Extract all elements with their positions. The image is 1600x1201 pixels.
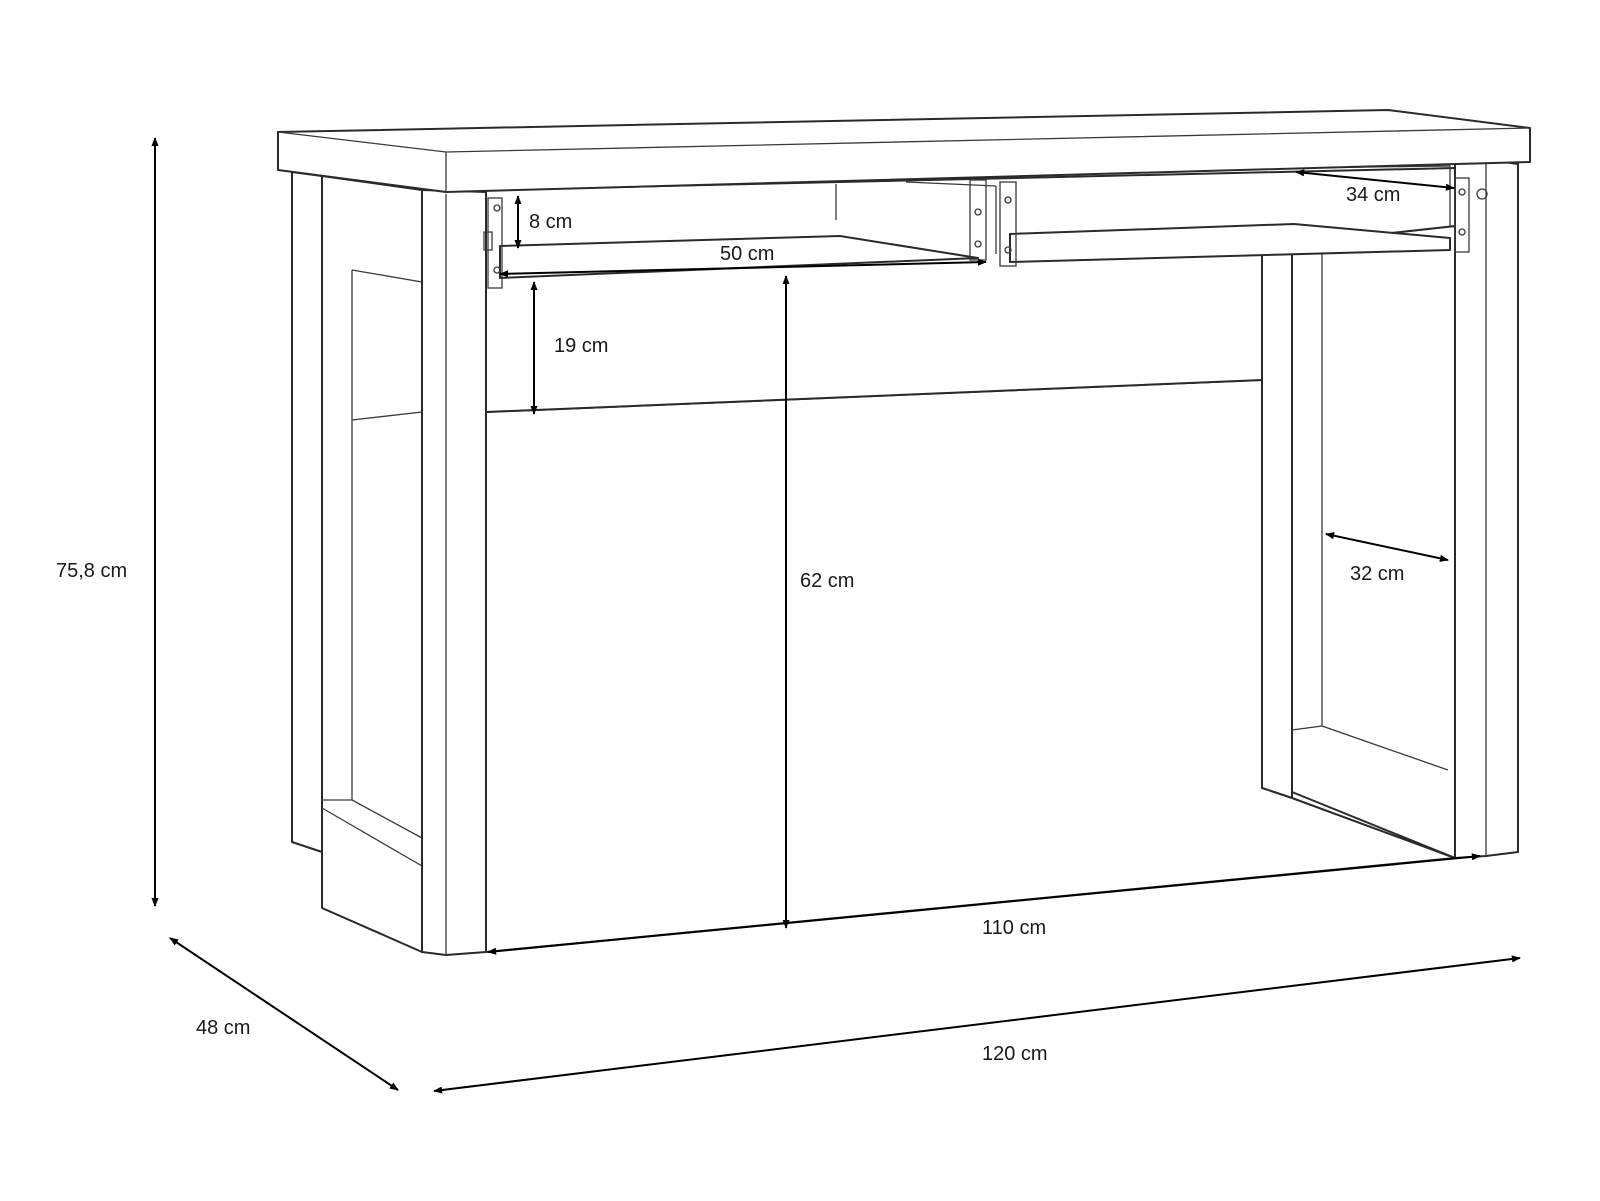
left-rear-frame [291,171,323,853]
left-side-frame [321,175,423,953]
dim-arrow-inner-width [487,853,1481,955]
right-frame-opening [1291,250,1449,771]
label-total-width: 120 cm [982,1043,1048,1065]
left-frame-opening [321,269,423,867]
dim-arrow-drawer-depth [1295,169,1455,191]
label-knee-height: 62 cm [800,570,854,592]
left-front-leg [421,189,487,956]
label-front-panel-height: 19 cm [554,335,608,357]
dim-arrow-drawer-width [499,258,987,278]
dimension-lines [151,137,1521,1094]
right-drawer-shelf [1009,223,1451,263]
right-rear-leg [1261,243,1293,799]
dim-arrow-total-width [433,955,1521,1094]
desk-outline [277,109,1531,956]
right-side-frame [1291,225,1456,859]
label-drawer-depth: 34 cm [1346,184,1400,206]
dim-arrow-depth [169,937,399,1091]
label-depth: 48 cm [196,1017,250,1039]
label-drawer-width: 50 cm [720,243,774,265]
tabletop [277,109,1531,193]
label-inner-width: 110 cm [982,917,1046,939]
dim-arrow-leg-frame-depth [1325,532,1449,562]
label-total-height: 75,8 cm [56,560,127,582]
label-leg-frame-depth: 32 cm [1350,563,1404,585]
label-drawer-height: 8 cm [529,211,572,233]
dimension-labels: 75,8 cm 48 cm 120 cm 110 cm 62 cm 8 cm 5… [56,184,1404,1065]
